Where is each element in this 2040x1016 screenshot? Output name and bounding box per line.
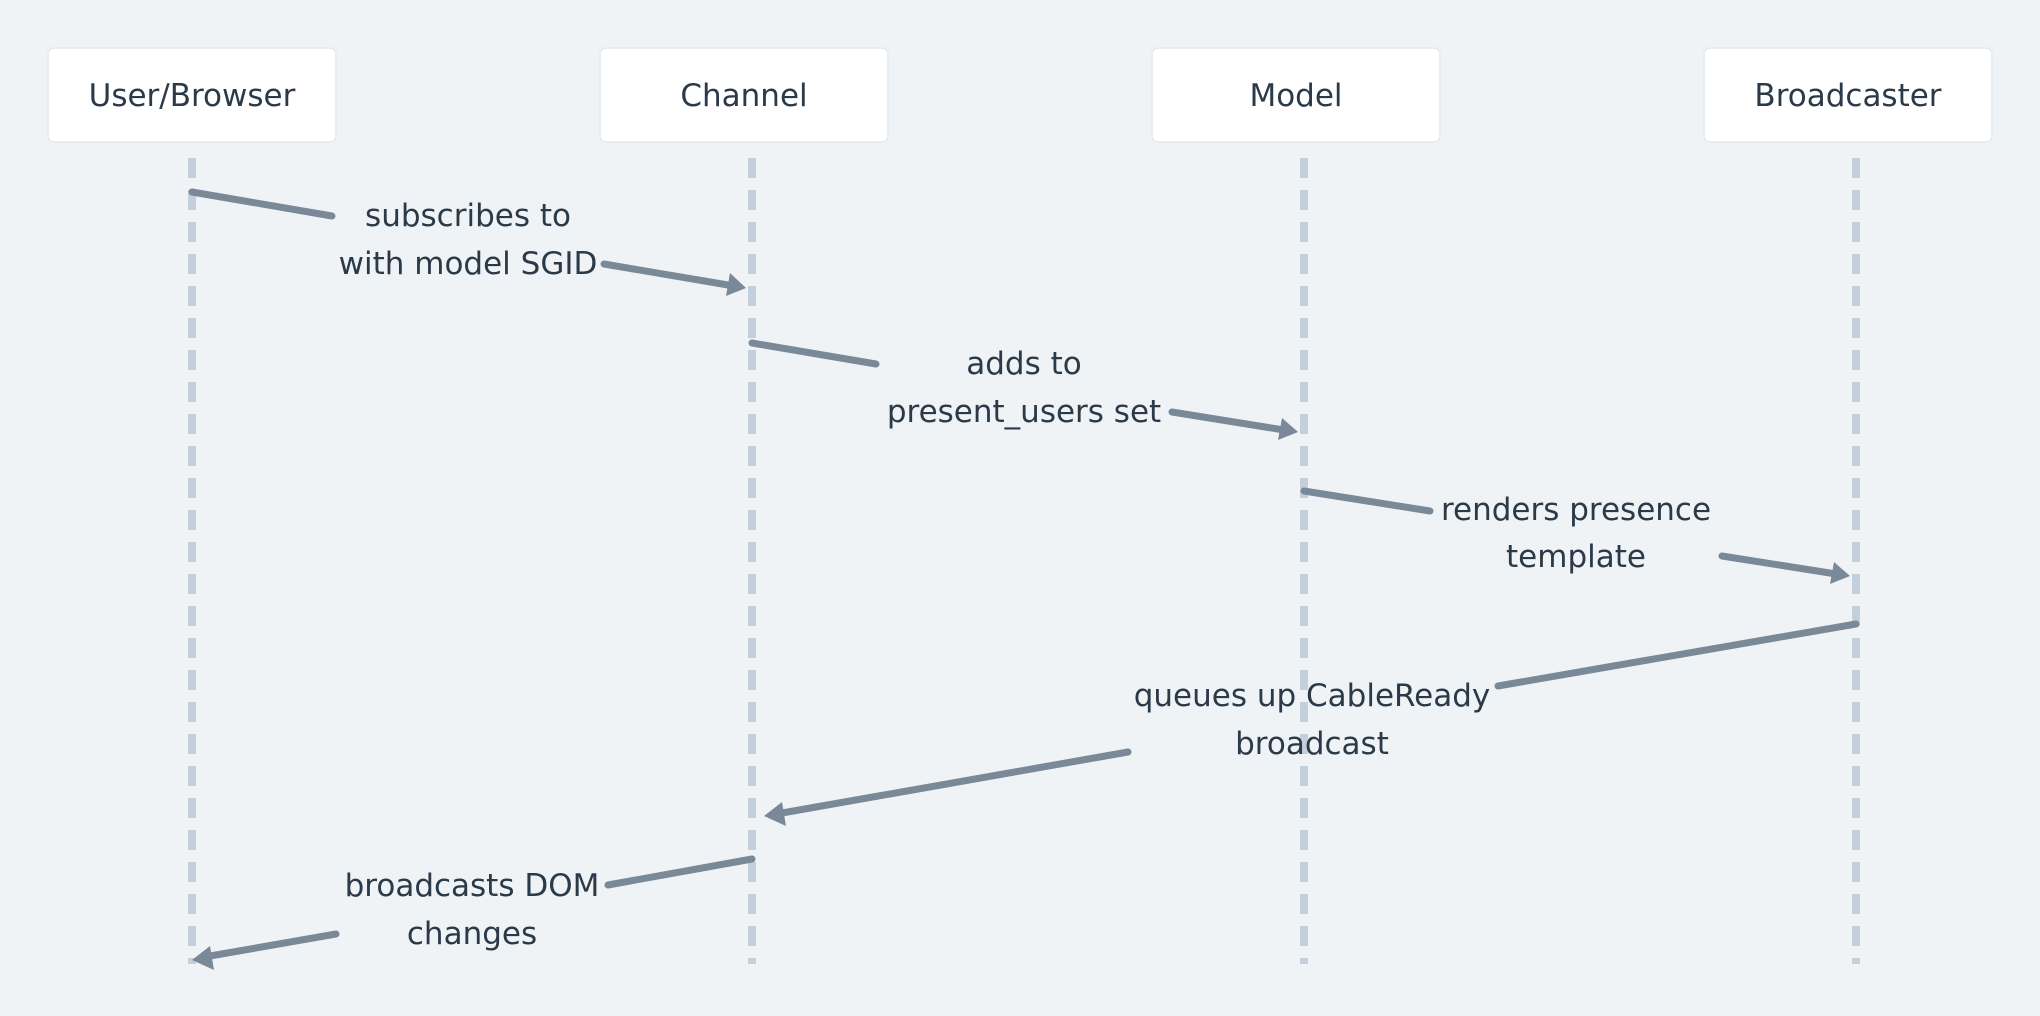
arrow-head (1830, 562, 1850, 584)
message-label-line: adds to (966, 346, 1081, 382)
arrow-segment (188, 188, 336, 220)
actor-label: User/Browser (89, 78, 296, 114)
actor-label: Model (1249, 78, 1342, 114)
arrow-segment (1494, 620, 1860, 690)
arrow-segment (1168, 408, 1288, 434)
actor-box (1151, 47, 1441, 143)
actor-label: Broadcaster (1754, 78, 1941, 114)
arrow-segment (206, 930, 340, 960)
arrow-segment (778, 748, 1132, 817)
arrow-segment (1300, 487, 1434, 515)
actor-label: Channel (680, 78, 807, 114)
actor-box (47, 47, 337, 143)
message-label-line: template (1506, 539, 1646, 575)
message-label-line: subscribes to (365, 198, 571, 234)
arrow-head (726, 273, 746, 296)
arrow-head (192, 946, 214, 970)
actor-user: User/Browser (47, 47, 337, 143)
arrow-segment (604, 855, 756, 889)
message-label-line: queues up CableReady (1134, 678, 1491, 714)
message-renders-template: renders presence template (1300, 487, 1850, 584)
actor-box (599, 47, 889, 143)
message-broadcasts-dom: broadcasts DOM changes (192, 855, 756, 970)
message-label-line: broadcasts DOM (345, 868, 600, 904)
arrow-head (1278, 418, 1298, 440)
actor-box (1703, 47, 1993, 143)
arrow-segment (1718, 552, 1840, 578)
message-label-line: present_users set (887, 394, 1161, 430)
message-label-line: with model SGID (339, 246, 598, 282)
message-label-line: broadcast (1235, 726, 1389, 762)
actor-model: Model (1151, 47, 1441, 143)
actor-channel: Channel (599, 47, 889, 143)
message-label-line: changes (407, 916, 537, 952)
arrow-head (764, 802, 786, 826)
message-label-line: renders presence (1441, 492, 1711, 528)
message-adds-to-set: adds to present_users set (748, 339, 1298, 440)
lifelines (188, 158, 1860, 964)
message-subscribe: subscribes to with model SGID (188, 188, 746, 296)
arrow-segment (748, 339, 880, 368)
actor-broadcaster: Broadcaster (1703, 47, 1993, 143)
message-queues-broadcast: queues up CableReady broadcast (764, 620, 1860, 826)
arrow-segment (600, 260, 738, 290)
